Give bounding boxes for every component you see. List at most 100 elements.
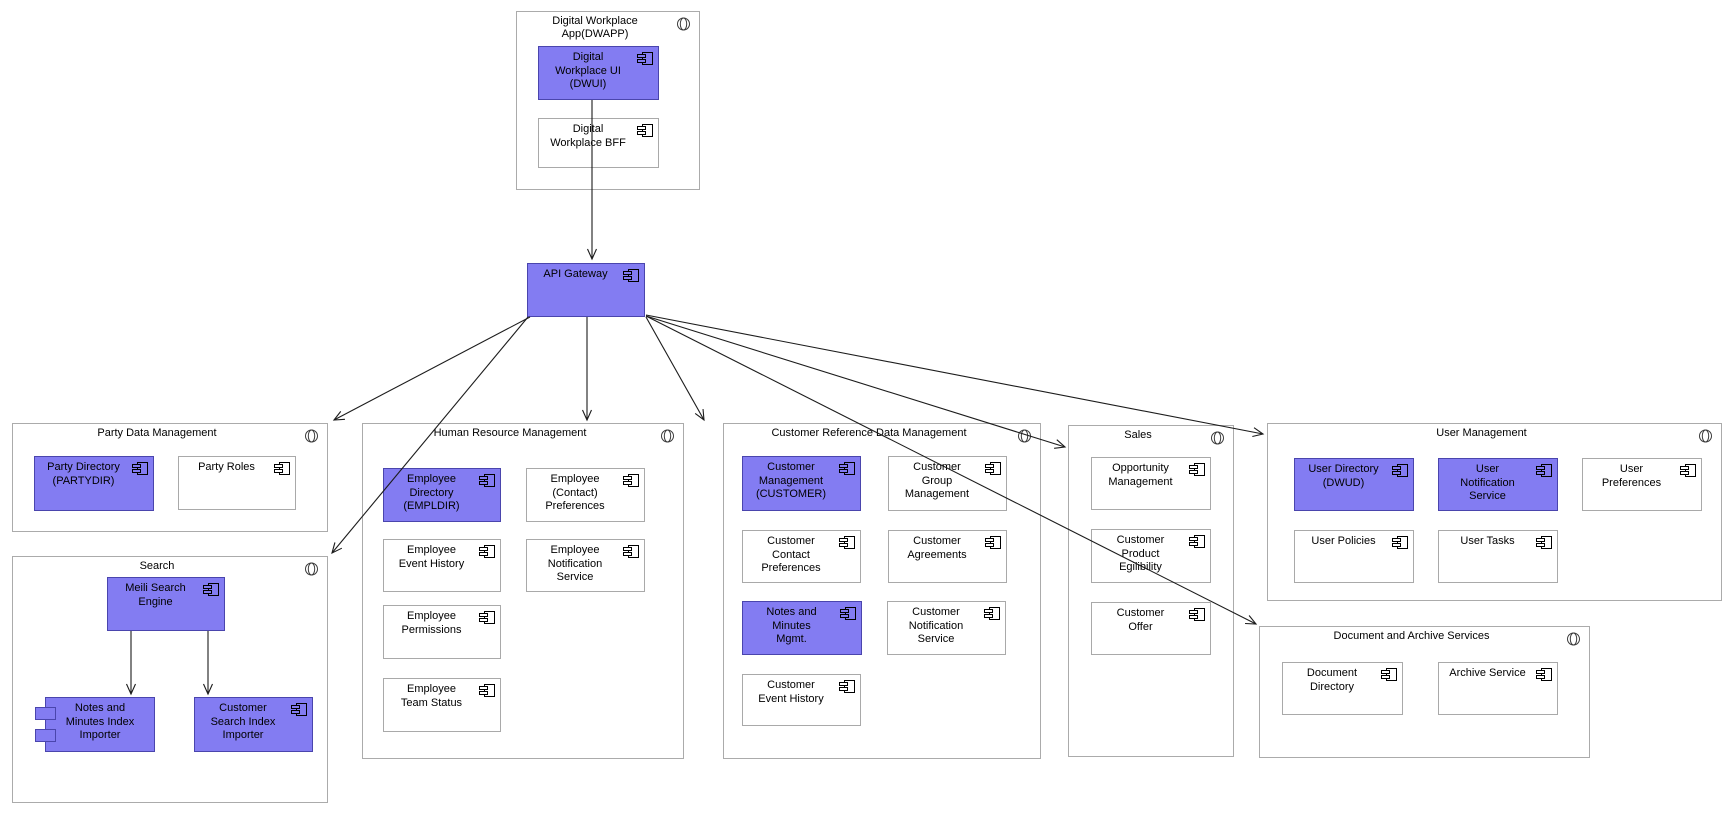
node-label-line: Egilibility xyxy=(1119,561,1162,573)
node-party-roles[interactable]: Party Roles xyxy=(178,456,296,510)
component-icon xyxy=(1189,463,1205,476)
group-title-line: Customer Reference Data Management xyxy=(771,427,967,439)
node-label-line: Customer xyxy=(1116,607,1165,619)
group-search[interactable]: Search xyxy=(12,556,328,803)
component-icon xyxy=(840,607,856,620)
group-digital-workplace-app[interactable]: Digital Workplace App(DWAPP) xyxy=(516,11,700,190)
node-label-line: Customer xyxy=(767,679,815,691)
component-icon xyxy=(1536,536,1552,549)
node-label: User Policies xyxy=(1300,535,1387,549)
node-label-line: Management xyxy=(904,488,970,500)
node-label-line: Notification xyxy=(1460,476,1515,489)
node-label-line: Directory xyxy=(409,486,454,499)
node-label-line: Mgmt. xyxy=(776,633,807,645)
edge-api-gateway-to-customer-reference-data-management xyxy=(645,316,705,422)
node-api-gateway[interactable]: API Gateway xyxy=(527,263,645,317)
component-icon xyxy=(479,684,495,697)
node-label: Party Directory(PARTYDIR) xyxy=(40,461,127,488)
node-user-tasks[interactable]: User Tasks xyxy=(1438,530,1558,583)
node-label-line: Permissions xyxy=(401,623,462,636)
group-title: Search xyxy=(17,560,297,573)
node-label-line: Notes and xyxy=(74,702,126,714)
node-label-line: Management xyxy=(1108,475,1173,488)
node-label: Archive Service xyxy=(1444,667,1531,681)
group-title-line: Document and Archive Services xyxy=(1333,630,1490,642)
node-label-line: Workplace UI xyxy=(555,64,621,77)
node-label-line: Service xyxy=(917,633,955,645)
component-icon xyxy=(1680,464,1696,477)
group-title-line: Sales xyxy=(1124,429,1152,441)
node-label-line: Importer xyxy=(222,729,264,741)
node-label-line: Agreements xyxy=(907,548,967,561)
node-label-line: Search Index xyxy=(210,715,276,728)
group-title-line: (DWAPP) xyxy=(581,28,629,40)
node-label-line: Preferences xyxy=(1601,476,1662,489)
component-icon xyxy=(1392,536,1408,549)
node-label-line: Workplace BFF xyxy=(550,136,626,149)
component-icon xyxy=(1189,535,1205,548)
component-icon xyxy=(985,462,1001,475)
group-title: Sales xyxy=(1073,429,1203,442)
node-label-line: Employee xyxy=(550,544,600,556)
node-label-line: Team Status xyxy=(400,696,463,709)
node-label-line: Party Roles xyxy=(198,461,255,473)
collaboration-icon xyxy=(1699,429,1712,443)
edge-api-gateway-to-user-management xyxy=(645,314,1265,438)
collaboration-icon xyxy=(1567,632,1580,646)
node-label-line: Service xyxy=(1469,490,1506,502)
group-party-data-management[interactable]: Party Data Management xyxy=(12,423,328,532)
node-user-directory[interactable]: User Directory(DWUD) xyxy=(1294,458,1414,511)
group-title: Human Resource Management xyxy=(367,427,653,440)
component-icon xyxy=(479,474,495,487)
node-party-directory[interactable]: Party Directory(PARTYDIR) xyxy=(34,456,154,511)
node-label-line: Offer xyxy=(1128,620,1153,633)
component-icon xyxy=(1392,464,1408,477)
collaboration-icon xyxy=(661,429,674,443)
group-title-line: User Management xyxy=(1436,427,1527,439)
collaboration-icon xyxy=(1018,429,1031,443)
node-employee-contact-preferences[interactable]: Employee(Contact)Preferences xyxy=(526,468,645,522)
group-user-management[interactable]: User Management xyxy=(1267,423,1722,601)
node-label-line: Customer xyxy=(219,702,267,714)
component-icon xyxy=(479,545,495,558)
node-label-line: (CUSTOMER) xyxy=(755,488,827,500)
node-user-policies[interactable]: User Policies xyxy=(1294,530,1414,583)
group-title-line: Party Data Management xyxy=(97,427,217,439)
node-archive-service[interactable]: Archive Service xyxy=(1438,662,1558,715)
group-document-and-archive-services[interactable]: Document and Archive Services xyxy=(1259,626,1590,758)
node-label-line: Notification xyxy=(908,619,964,632)
node-label-line: User Policies xyxy=(1311,535,1376,547)
group-title: User Management xyxy=(1272,427,1691,440)
node-label-line: Service xyxy=(556,571,594,583)
